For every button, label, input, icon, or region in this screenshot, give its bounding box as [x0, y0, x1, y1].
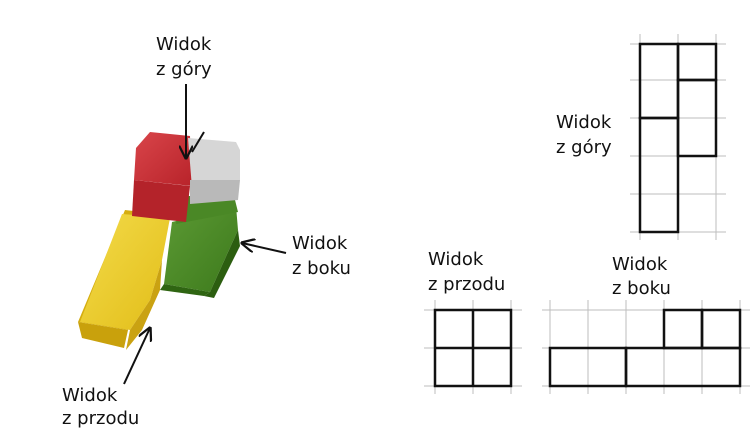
- proj-label-side: Widok z boku: [612, 254, 671, 299]
- photo-label-top: Widok z góry: [156, 34, 212, 80]
- photo-front-line2: z przodu: [62, 408, 139, 429]
- photo-side-line1: Widok: [292, 233, 348, 254]
- photo-label-side: Widok z boku: [292, 233, 351, 279]
- side-view-outline: [548, 308, 742, 388]
- proj-label-top: Widok z góry: [556, 112, 612, 158]
- photo-top-line2: z góry: [156, 59, 212, 80]
- photo-top-arrow-tick: [191, 131, 205, 153]
- proj-top-line2: z góry: [556, 137, 612, 158]
- top-view-projection: [630, 34, 726, 240]
- proj-side-line2: z boku: [612, 278, 671, 299]
- top-view-outline: [638, 42, 718, 234]
- proj-top-line1: Widok: [556, 112, 612, 133]
- photo-front-arrow: [123, 328, 150, 385]
- block-model: [78, 132, 240, 350]
- photo-side-line2: z boku: [292, 258, 351, 279]
- proj-front-line1: Widok: [428, 249, 484, 270]
- side-view-projection: [542, 300, 750, 394]
- photo-top-line1: Widok: [156, 34, 212, 55]
- front-view-projection: [424, 300, 522, 394]
- grey-block: [188, 138, 240, 204]
- photo-label-front: Widok z przodu: [62, 385, 139, 429]
- proj-label-front: Widok z przodu: [428, 249, 505, 295]
- proj-side-line1: Widok: [612, 254, 668, 275]
- photo-side-arrow: [242, 243, 287, 254]
- photo-front-line1: Widok: [62, 385, 118, 406]
- yellow-block: [78, 210, 170, 350]
- front-view-outline: [433, 308, 513, 388]
- proj-front-line2: z przodu: [428, 274, 505, 295]
- red-block: [132, 132, 192, 222]
